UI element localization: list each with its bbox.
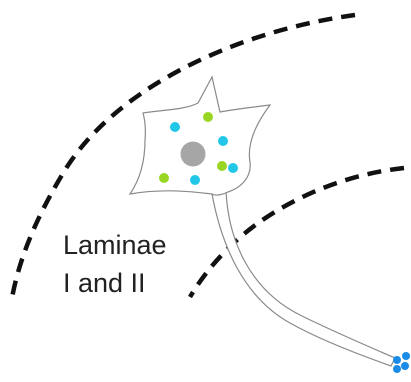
inner-boundary-dashed-line: [188, 165, 405, 299]
cyan-dot: [190, 175, 200, 185]
lime-dot: [217, 161, 227, 171]
lime-dot: [203, 112, 213, 122]
laminae-label-line-1: Laminae: [63, 230, 167, 260]
laminae-label-line-2: I and II: [63, 268, 146, 298]
axon-terminal-cluster-icon: [393, 352, 410, 373]
cyan-dot: [228, 163, 238, 173]
cyan-dot: [170, 122, 180, 132]
terminal-dot: [393, 365, 401, 373]
terminal-dot: [401, 362, 409, 370]
neuron-cell-body: [128, 75, 272, 196]
terminal-dot: [402, 352, 410, 360]
lime-dot: [159, 173, 169, 183]
cyan-dot: [218, 136, 228, 146]
terminal-dot: [393, 356, 401, 364]
nucleus-icon: [180, 141, 206, 167]
axon: [211, 189, 396, 367]
outer-boundary-dashed-line: [9, 12, 356, 299]
